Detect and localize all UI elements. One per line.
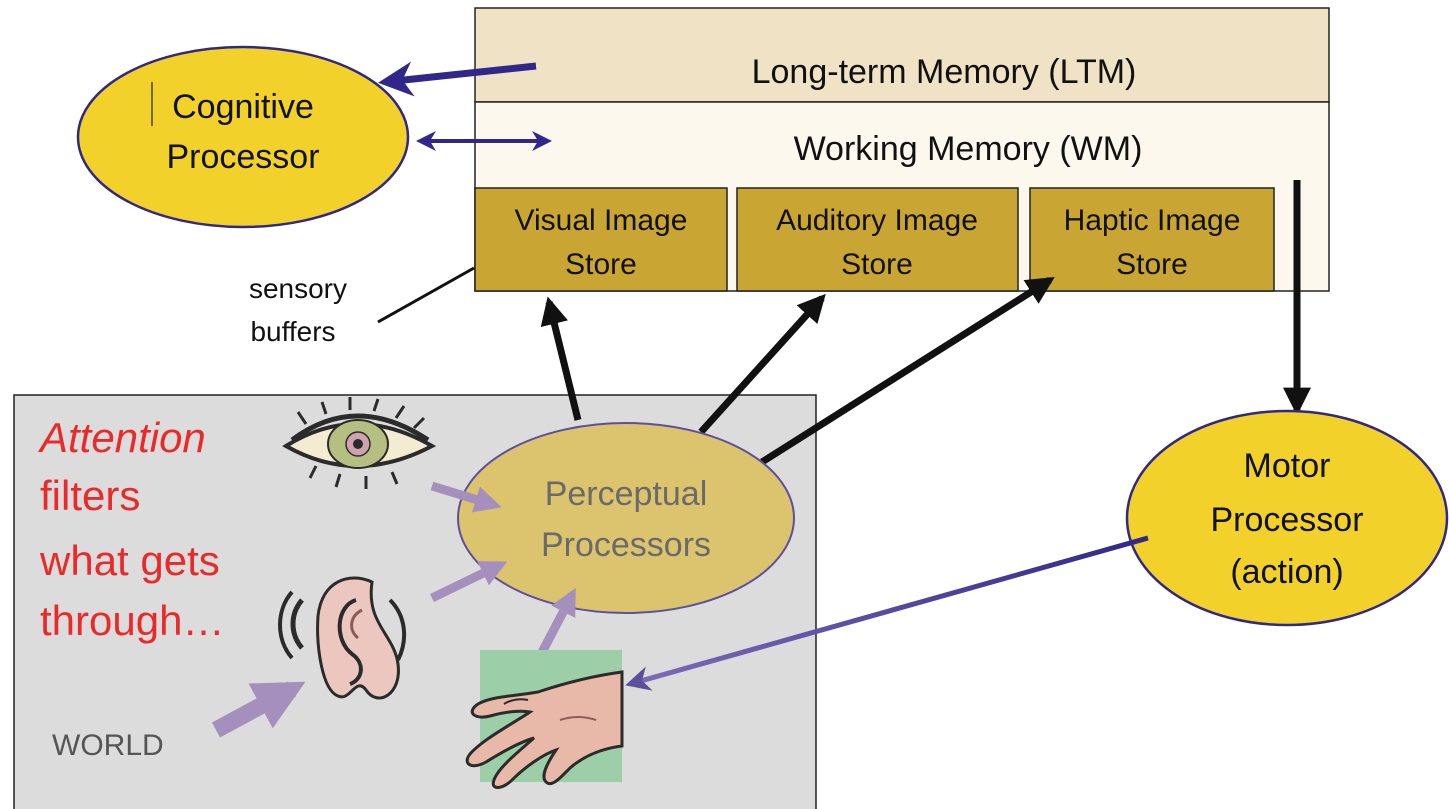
perceptual-to-auditory-arrow	[698, 293, 826, 435]
memory-block: Long-term Memory (LTM) Working Memory (W…	[474, 7, 1330, 292]
cognitive-line1: Cognitive	[172, 88, 314, 126]
world-label: WORLD	[52, 729, 164, 762]
motor-line3: (action)	[1230, 553, 1343, 591]
haptic-store-line2: Store	[1116, 248, 1188, 281]
visual-store-line1: Visual Image	[515, 204, 688, 237]
eye-to-perceptual-arrow	[430, 481, 502, 513]
cognitive-line2: Processor	[166, 138, 319, 176]
motor-line1: Motor	[1244, 447, 1331, 485]
sensory-buffers-pointer	[377, 266, 475, 324]
ear-icon	[278, 576, 407, 700]
attention-line4: through…	[40, 597, 224, 644]
ear-to-perceptual-arrow	[430, 560, 508, 603]
attention-line2: filters	[40, 472, 140, 519]
haptic-store-line1: Haptic Image	[1064, 204, 1241, 237]
perceptual-to-haptic-arrow	[760, 277, 1055, 465]
eye-icon	[282, 397, 437, 489]
perceptual-line2: Processors	[541, 526, 711, 564]
perceptual-to-visual-arrow	[540, 296, 582, 421]
attention-caption: Attention filters what gets through…	[37, 414, 224, 644]
attention-word: Attention	[37, 414, 206, 461]
ltm-region	[474, 7, 1330, 103]
sensory-buffers-line1: sensory	[249, 273, 347, 304]
sensory-buffers-line2: buffers	[250, 316, 335, 347]
auditory-store-line1: Auditory Image	[776, 204, 978, 237]
auditory-store-line2: Store	[841, 248, 913, 281]
wm-label: Working Memory (WM)	[794, 130, 1143, 168]
motor-to-hand-arrow	[625, 535, 1149, 691]
haptic-image-store: Haptic Image Store	[1029, 187, 1275, 292]
perceptual-processors: Perceptual Processors	[457, 422, 795, 614]
ltm-to-cognitive-arrow	[378, 61, 537, 97]
hand-icon	[465, 650, 624, 789]
visual-image-store: Visual Image Store	[474, 187, 728, 292]
auditory-image-store: Auditory Image Store	[736, 187, 1019, 292]
motor-line2: Processor	[1210, 501, 1363, 539]
cognitive-processor: Cognitive Processor	[76, 45, 410, 229]
visual-store-line2: Store	[565, 248, 637, 281]
motor-processor: Motor Processor (action)	[1125, 409, 1449, 627]
ltm-label: Long-term Memory (LTM)	[752, 53, 1137, 91]
world-to-ear-arrow	[211, 681, 306, 738]
hand-to-perceptual-arrow	[534, 587, 576, 663]
perceptual-line1: Perceptual	[545, 475, 708, 513]
attention-line3: what gets	[39, 537, 220, 584]
